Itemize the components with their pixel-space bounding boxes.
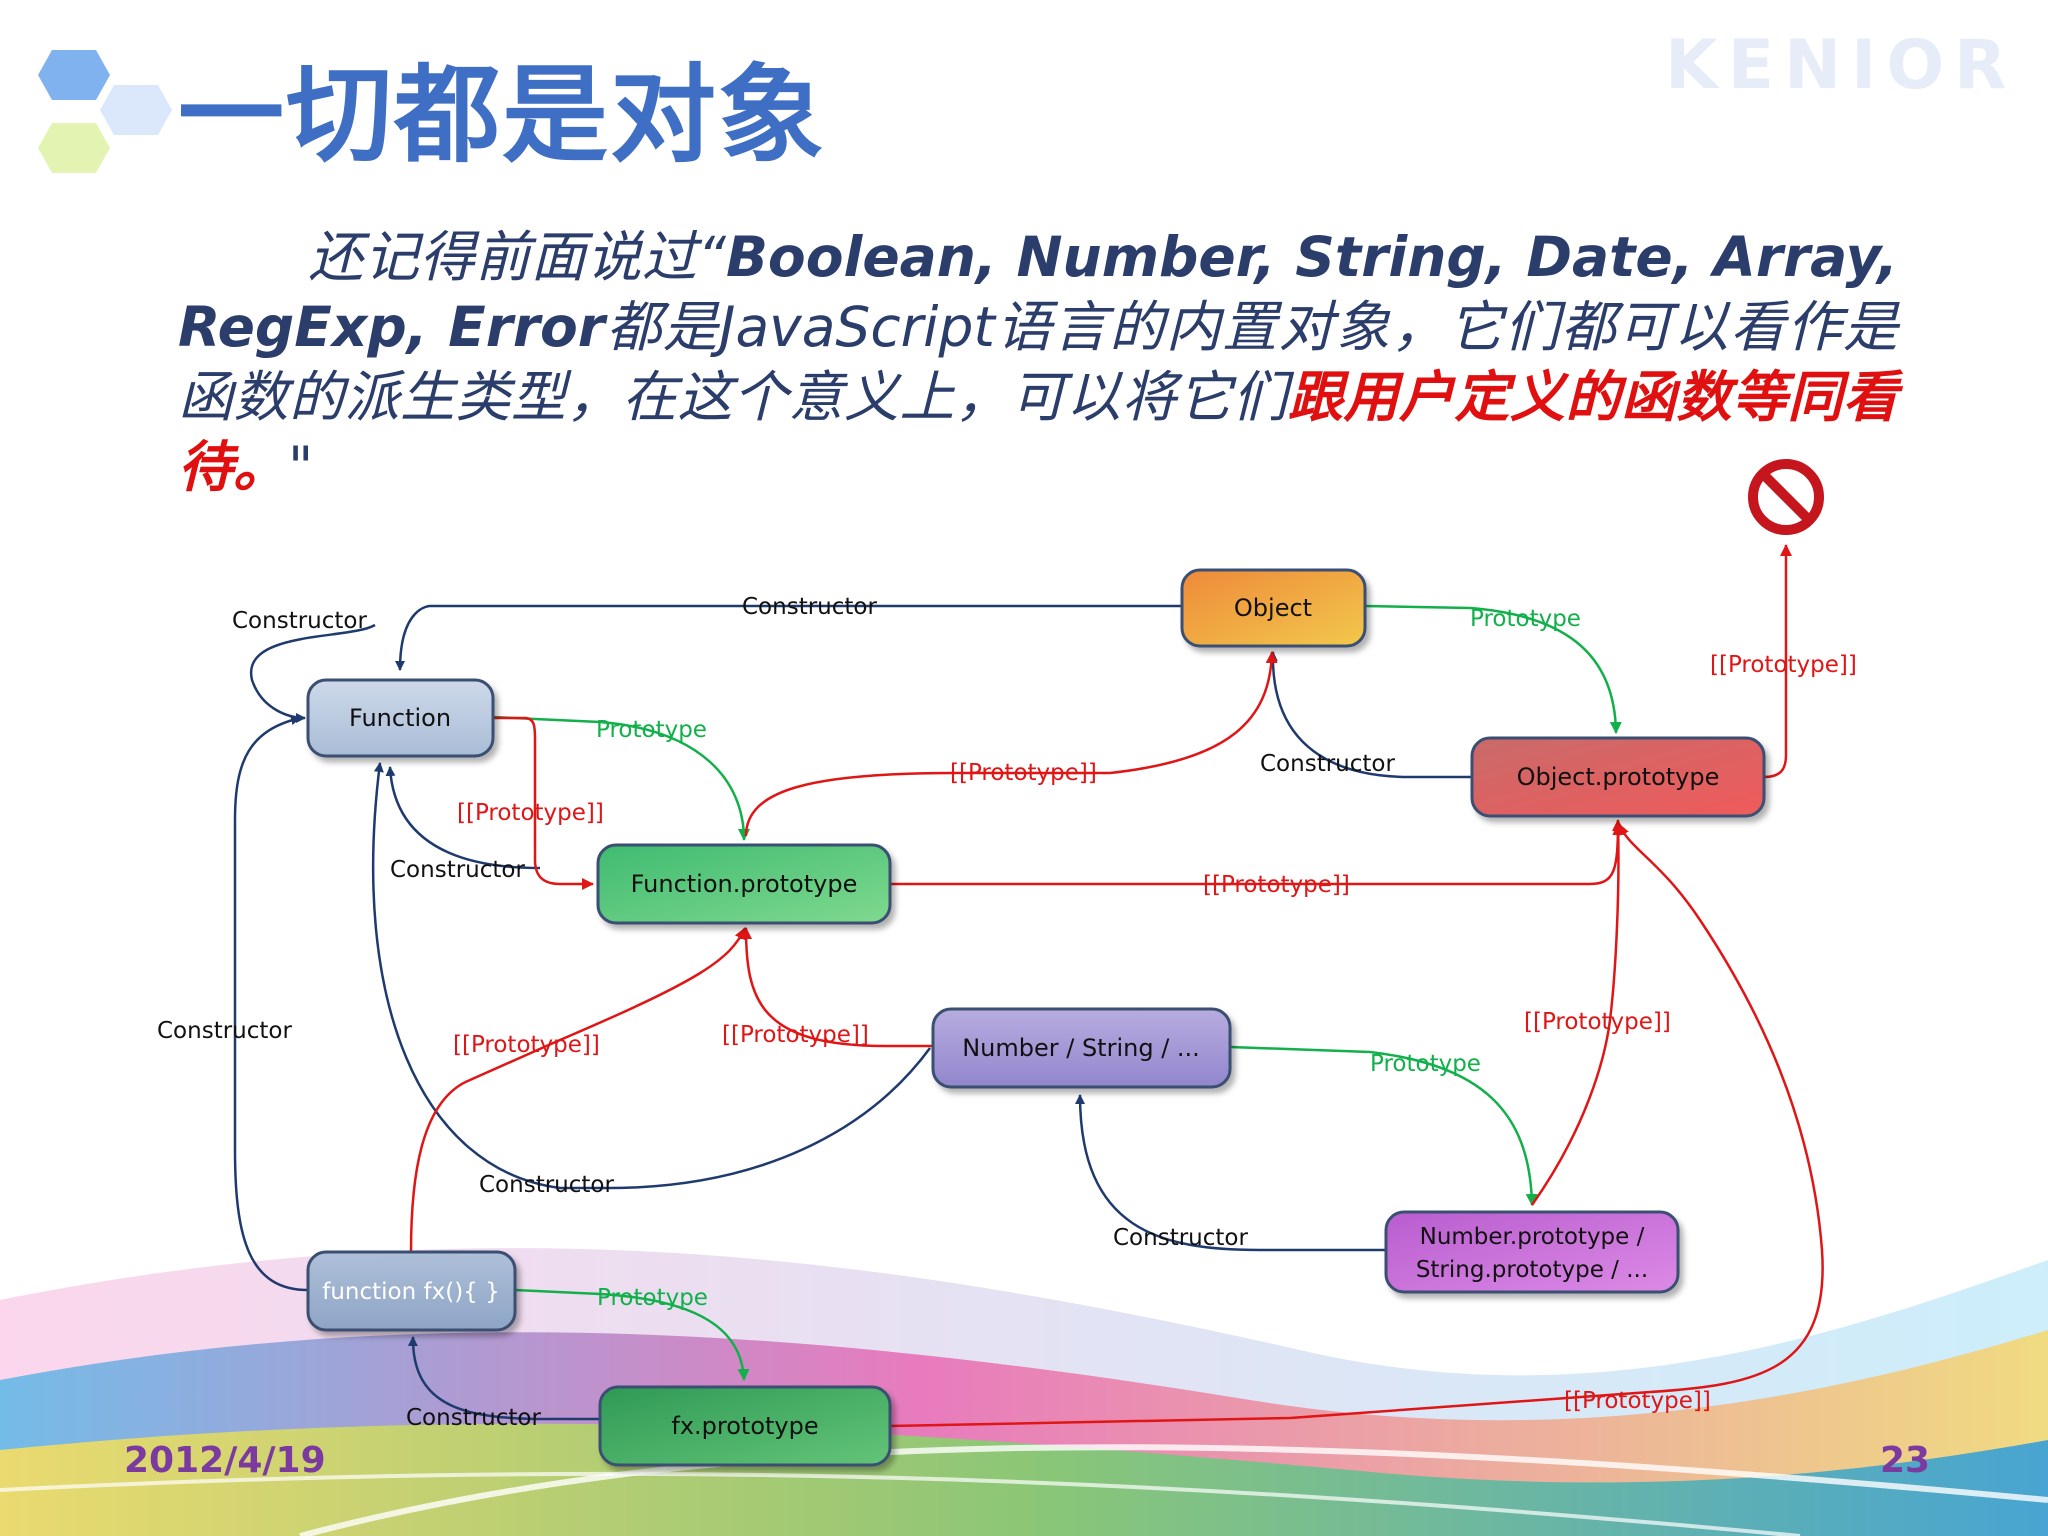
edge-function-prototype: [492, 715, 750, 841]
edge-labels: Constructor Constructor Constructor Cons…: [157, 594, 1857, 1431]
label-constructor-object: Constructor: [742, 594, 877, 620]
label-prototype-number: Prototype: [1370, 1051, 1481, 1077]
edge-object-constructor-to-function: [395, 604, 1182, 671]
slide-title: 一切都是对象: [178, 54, 826, 177]
node-function-label: Function: [349, 704, 451, 732]
label-prototype-object: Prototype: [1470, 606, 1581, 632]
page-number: 23: [1880, 1440, 1931, 1481]
edge-numproto-constructor-to-number: [1075, 1094, 1386, 1252]
label-prototype-fx: Prototype: [597, 1285, 708, 1311]
edge-fnproto-constructor-to-function: [385, 766, 541, 870]
label-internal-numproto: [[Prototype]]: [1524, 1009, 1671, 1035]
node-object-prototype-label: Object.prototype: [1517, 763, 1720, 791]
edge-function-self-constructor: [249, 623, 376, 723]
label-constructor-fnproto: Constructor: [390, 857, 525, 883]
node-object: Object: [1180, 568, 1367, 648]
paragraph-emphasis: 跟用户定义的函数等同看待。: [178, 365, 1898, 499]
edge-number-constructor-to-function: [371, 762, 932, 1190]
paragraph-lead: 还记得前面说过“: [308, 225, 726, 289]
prototype-edges: [492, 604, 1622, 1381]
intro-paragraph: 还记得前面说过“Boolean, Number, String, Date, A…: [178, 222, 1898, 502]
label-constructor-numproto: Constructor: [1113, 1225, 1248, 1251]
label-internal-function: [[Prototype]]: [457, 800, 604, 826]
node-object-prototype: Object.prototype: [1470, 736, 1766, 818]
node-number-string: Number / String / ...: [931, 1007, 1232, 1089]
edge-objproto-internal-to-null: [1763, 544, 1792, 779]
node-number-prototype-line2: String.prototype / ...: [1416, 1257, 1648, 1283]
label-constructor-number: Constructor: [479, 1172, 614, 1198]
edge-fx-internal-to-fnproto: [409, 927, 747, 1253]
paragraph-builtins: Boolean, Number, String, Date, Array, Re…: [178, 225, 1898, 359]
node-fx-label: function fx(){ }: [322, 1279, 500, 1305]
internal-prototype-edges: [409, 544, 1824, 1428]
paragraph-close: ": [288, 435, 314, 499]
label-internal-fxproto: [[Prototype]]: [1564, 1388, 1711, 1414]
label-constructor-fxproto: Constructor: [406, 1405, 541, 1431]
node-number-string-label: Number / String / ...: [962, 1034, 1200, 1062]
node-object-label: Object: [1234, 594, 1312, 622]
footer-date: 2012/4/19: [124, 1440, 326, 1481]
edge-fxproto-internal-to-objproto: [889, 823, 1824, 1428]
edge-fnproto-internal-to-object: [744, 651, 1278, 837]
node-function: Function: [306, 678, 495, 758]
label-constructor-fx: Constructor: [157, 1018, 292, 1044]
edge-numproto-internal-to-objproto: [1530, 823, 1625, 1206]
label-constructor-objproto: Constructor: [1260, 751, 1395, 777]
node-function-prototype: Function.prototype: [596, 843, 892, 925]
null-icon: [1748, 459, 1824, 535]
watermark-logo: KENIOR: [1665, 26, 2017, 105]
constructor-edges: [233, 604, 1472, 1421]
node-number-prototype: Number.prototype / String.prototype / ..…: [1384, 1210, 1680, 1294]
node-fx-prototype-label: fx.prototype: [671, 1412, 818, 1440]
edge-objproto-constructor-to-object: [1267, 651, 1472, 779]
label-internal-number: [[Prototype]]: [722, 1022, 869, 1048]
edge-number-prototype: [1229, 1045, 1538, 1206]
node-function-prototype-label: Function.prototype: [631, 870, 858, 898]
edge-number-internal-to-fnproto: [740, 927, 933, 1048]
node-number-prototype-line1: Number.prototype /: [1420, 1224, 1645, 1250]
label-constructor-function-self: Constructor: [232, 608, 367, 634]
label-internal-fnproto-objproto: [[Prototype]]: [1203, 872, 1350, 898]
label-internal-fnproto-object: [[Prototype]]: [950, 760, 1097, 786]
label-prototype-function: Prototype: [596, 717, 707, 743]
label-internal-objproto-null: [[Prototype]]: [1710, 652, 1857, 678]
node-fx-prototype: fx.prototype: [598, 1385, 892, 1467]
edge-fxproto-constructor-to-fx: [407, 1336, 600, 1421]
paragraph-middle: 都是JavaScript语言的内置对象，它们都可以看作是函数的派生类型，在这个意…: [178, 295, 1898, 429]
edge-fx-constructor-to-function: [233, 715, 309, 1292]
edge-fx-prototype: [514, 1288, 750, 1381]
edge-object-prototype: [1364, 604, 1622, 734]
node-fx: function fx(){ }: [306, 1250, 517, 1332]
edge-function-internal-to-fnproto: [493, 716, 594, 890]
label-internal-fx: [[Prototype]]: [453, 1032, 600, 1058]
